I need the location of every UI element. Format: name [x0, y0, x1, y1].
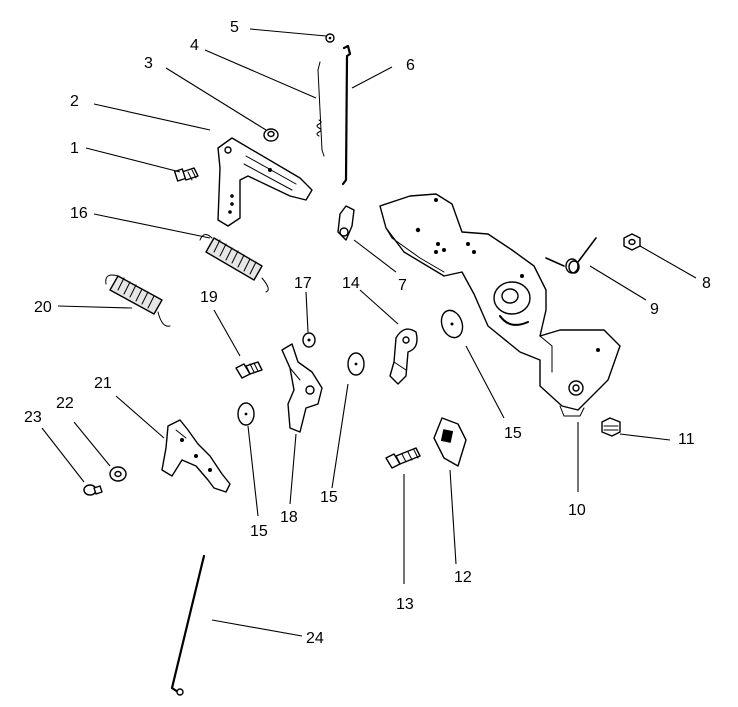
part-5-small-nut — [325, 33, 335, 43]
callout-16: 16 — [70, 205, 88, 222]
part-15-washer-b — [347, 352, 365, 376]
part-22-washer — [109, 466, 127, 482]
callout-23: 23 — [24, 409, 42, 426]
callout-24: 24 — [306, 630, 324, 647]
part-1-bolt — [173, 167, 199, 182]
callout-8: 8 — [702, 275, 711, 292]
part-11-screw — [601, 417, 621, 437]
callout-7: 7 — [398, 277, 407, 294]
part-16-spring — [199, 234, 269, 293]
part-23-screw — [83, 484, 103, 496]
callout-18: 18 — [280, 509, 298, 526]
callout-6: 6 — [406, 57, 415, 74]
part-12-clip-nut — [433, 417, 467, 467]
callout-22: 22 — [56, 395, 74, 412]
part-15-washer-c — [237, 402, 255, 426]
part-2-lever-bracket — [217, 137, 313, 227]
part-7-clip — [337, 205, 355, 241]
part-6-link-rod — [341, 44, 352, 186]
callout-9: 9 — [650, 301, 659, 318]
part-14-lever — [389, 328, 418, 385]
part-19-bolt — [235, 361, 263, 379]
callout-13: 13 — [396, 596, 414, 613]
callout-numbers: 5 4 3 6 2 1 16 20 17 19 14 7 8 9 15 11 1… — [24, 19, 711, 647]
callout-5: 5 — [230, 19, 239, 36]
part-15-washer-a — [440, 309, 464, 339]
callout-20: 20 — [34, 299, 52, 316]
callout-2: 2 — [70, 93, 79, 110]
part-18-governor-lever — [281, 343, 323, 433]
callout-1: 1 — [70, 140, 79, 157]
callout-17: 17 — [294, 275, 312, 292]
callout-14: 14 — [342, 275, 360, 292]
part-3-nut — [263, 128, 279, 142]
part-9-torsion-spring — [545, 237, 597, 274]
part-24-link-rod — [170, 554, 206, 696]
callout-15-center: 15 — [320, 489, 338, 506]
part-17-small-nut — [302, 332, 316, 348]
callout-15-left: 15 — [250, 523, 268, 540]
callout-11: 11 — [678, 431, 695, 448]
callout-21: 21 — [94, 375, 112, 392]
part-8-nut — [623, 233, 641, 251]
callout-4: 4 — [190, 37, 199, 54]
part-20-spring — [105, 274, 171, 327]
part-4-governor-rod — [316, 61, 325, 157]
callout-10: 10 — [568, 502, 586, 519]
part-13-bolt — [385, 447, 421, 469]
leader-lines — [41, 28, 697, 637]
callout-15-right: 15 — [504, 425, 522, 442]
callout-3: 3 — [144, 55, 153, 72]
callout-12: 12 — [454, 569, 472, 586]
callout-19: 19 — [200, 289, 218, 306]
part-21-lever-bracket — [161, 419, 231, 493]
part-10-control-plate — [379, 193, 621, 417]
